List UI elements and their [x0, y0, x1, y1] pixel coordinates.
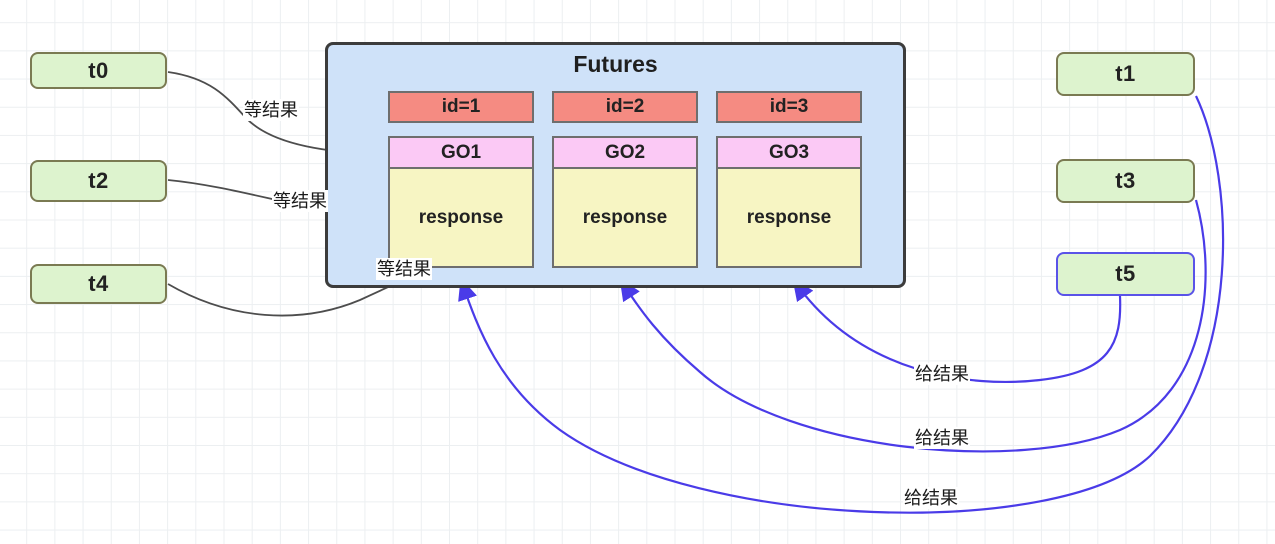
- future-response-cell: response: [552, 167, 698, 268]
- future-column-2[interactable]: id=2 GO2 response: [552, 91, 698, 268]
- task-label: t4: [88, 271, 109, 296]
- edge-label-give-2: 给结果: [914, 427, 970, 449]
- future-response-cell: response: [716, 167, 862, 268]
- task-label: t0: [88, 57, 109, 83]
- future-response-cell: response: [388, 167, 534, 268]
- task-label: t1: [1115, 61, 1136, 86]
- edge-label-give-3: 给结果: [903, 487, 959, 509]
- future-column-1[interactable]: id=1 GO1 response: [388, 91, 534, 268]
- task-label: t3: [1115, 168, 1136, 193]
- task-label: t2: [88, 168, 109, 193]
- future-id-cell: id=2: [552, 91, 698, 123]
- task-node-t3[interactable]: t3: [1056, 159, 1195, 203]
- edge-label-give-1: 给结果: [914, 363, 970, 385]
- future-go-cell: GO3: [716, 136, 862, 167]
- task-node-t1[interactable]: t1: [1056, 52, 1195, 96]
- edge-label-wait-3: 等结果: [376, 258, 432, 280]
- task-node-t4[interactable]: t4: [30, 264, 167, 304]
- edge-label-wait-1: 等结果: [243, 99, 299, 121]
- future-go-cell: GO1: [388, 136, 534, 167]
- future-id-cell: id=1: [388, 91, 534, 123]
- futures-title: Futures: [573, 51, 658, 77]
- future-go-cell: GO2: [552, 136, 698, 167]
- futures-container[interactable]: Futures id=1 GO1 response id=2 GO2 respo…: [325, 42, 906, 288]
- task-node-t0[interactable]: t0: [30, 52, 167, 89]
- task-label: t5: [1115, 261, 1136, 286]
- future-column-3[interactable]: id=3 GO3 response: [716, 91, 862, 268]
- task-node-t5[interactable]: t5: [1056, 252, 1195, 296]
- future-id-cell: id=3: [716, 91, 862, 123]
- task-node-t2[interactable]: t2: [30, 160, 167, 202]
- edge-label-wait-2: 等结果: [272, 190, 328, 212]
